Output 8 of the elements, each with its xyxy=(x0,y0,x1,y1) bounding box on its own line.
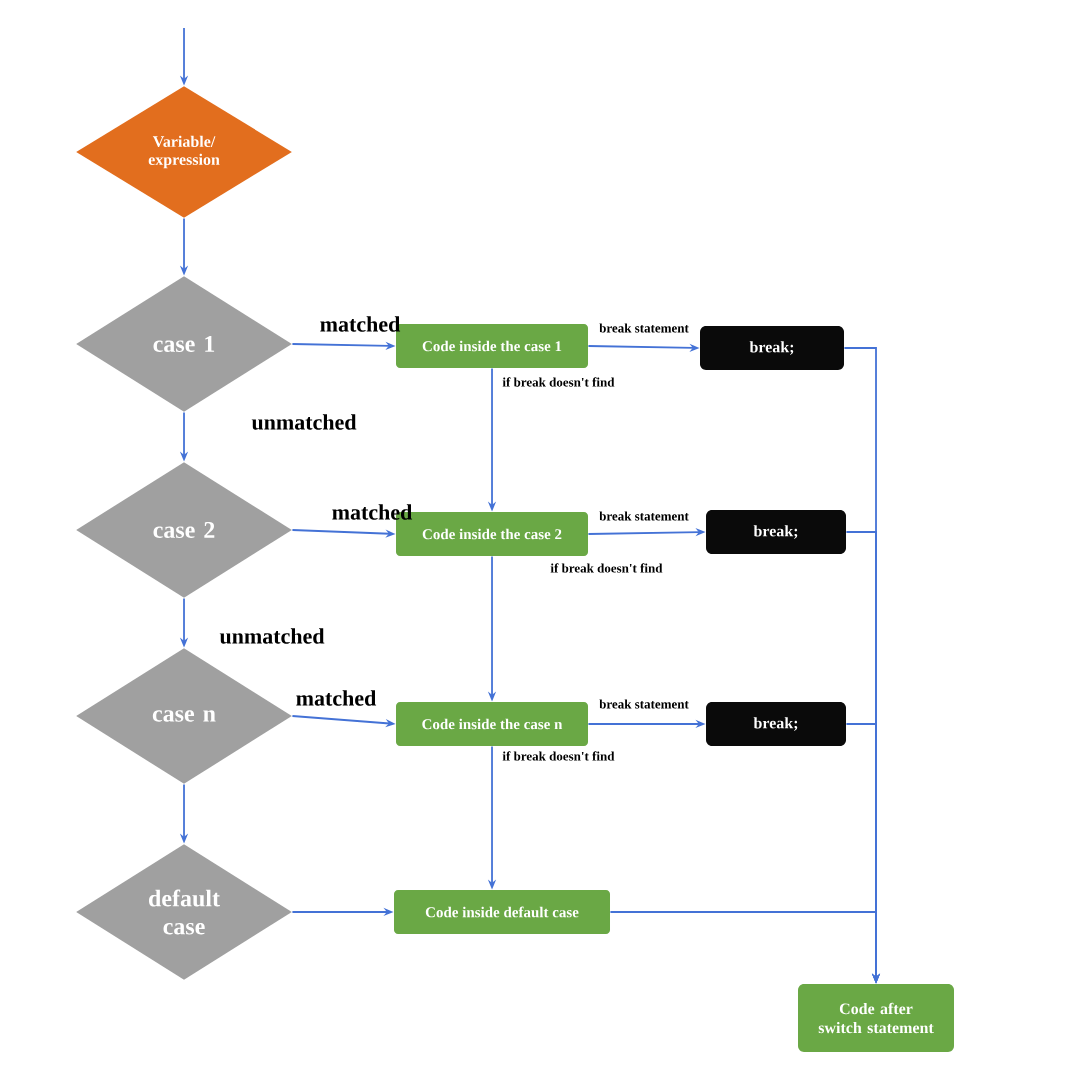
edge-label: unmatched xyxy=(251,414,357,430)
edge-label: unmatched xyxy=(219,628,325,644)
edge-label: matched xyxy=(320,316,401,332)
process-box: break; xyxy=(700,326,844,370)
process-box: break; xyxy=(706,702,846,746)
edge-label: matched xyxy=(296,690,377,706)
process-box: break; xyxy=(706,510,846,554)
process-box: Code after switch statement xyxy=(798,984,954,1052)
